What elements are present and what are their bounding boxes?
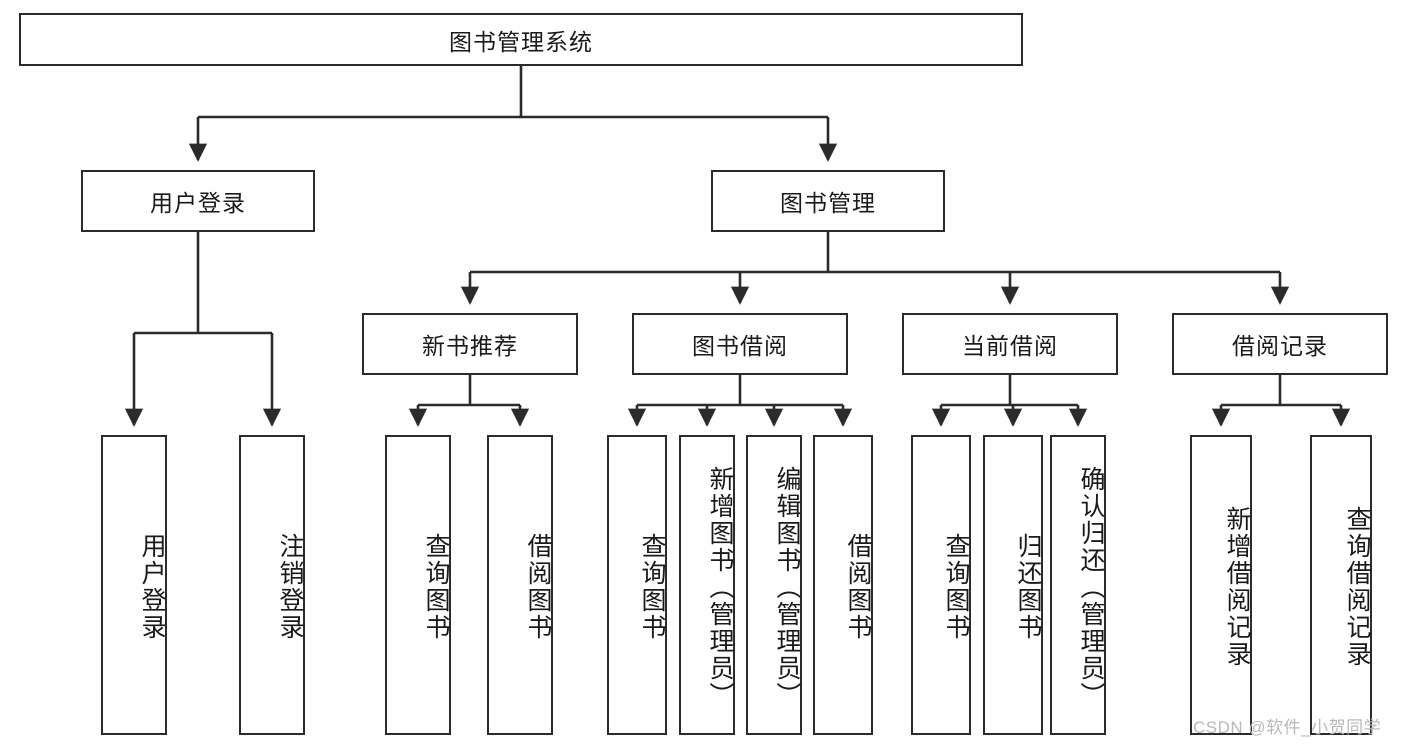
node-book-borrow[interactable]: 图书借阅 (632, 313, 848, 375)
leaf-confirm-return-admin[interactable]: 确认归还（管理员） (1050, 435, 1106, 735)
leaf-add-borrow-record-label: 新增借阅记录 (1223, 506, 1251, 668)
leaf-query-book-borrow[interactable]: 查询图书 (607, 435, 667, 735)
node-current-borrow-label: 当前借阅 (962, 333, 1058, 359)
leaf-query-borrow-record-label: 查询借阅记录 (1343, 506, 1371, 668)
leaf-query-borrow-record[interactable]: 查询借阅记录 (1310, 435, 1372, 735)
leaf-add-book-admin[interactable]: 新增图书（管理员） (679, 435, 735, 735)
leaf-add-book-admin-label: 新增图书（管理员） (706, 465, 734, 709)
leaf-query-book-current-label: 查询图书 (942, 533, 970, 641)
node-new-book-recommend-label: 新书推荐 (422, 333, 518, 359)
leaf-edit-book-admin[interactable]: 编辑图书（管理员） (746, 435, 802, 735)
leaf-return-book[interactable]: 归还图书 (983, 435, 1043, 735)
leaf-query-book-rec[interactable]: 查询图书 (385, 435, 451, 735)
leaf-add-borrow-record[interactable]: 新增借阅记录 (1190, 435, 1252, 735)
leaf-query-book-rec-label: 查询图书 (422, 533, 450, 641)
node-book-management-label: 图书管理 (780, 190, 876, 216)
node-root[interactable]: 图书管理系统 (19, 13, 1023, 66)
leaf-logout-login[interactable]: 注销登录 (239, 435, 305, 735)
leaf-user-login-label: 用户登录 (138, 533, 166, 641)
leaf-borrow-book[interactable]: 借阅图书 (813, 435, 873, 735)
csdn-watermark: CSDN @软件_小贺同学 (1193, 718, 1382, 737)
node-book-borrow-label: 图书借阅 (692, 333, 788, 359)
node-user-login-label: 用户登录 (150, 190, 246, 216)
leaf-confirm-return-admin-label: 确认归还（管理员） (1077, 465, 1105, 709)
node-user-login[interactable]: 用户登录 (81, 170, 315, 232)
leaf-user-login[interactable]: 用户登录 (101, 435, 167, 735)
node-new-book-recommend[interactable]: 新书推荐 (362, 313, 578, 375)
leaf-query-book-borrow-label: 查询图书 (638, 533, 666, 641)
leaf-return-book-label: 归还图书 (1014, 533, 1042, 641)
node-current-borrow[interactable]: 当前借阅 (902, 313, 1118, 375)
leaf-edit-book-admin-label: 编辑图书（管理员） (773, 465, 801, 709)
node-root-label: 图书管理系统 (449, 28, 593, 55)
leaf-borrow-book-label: 借阅图书 (844, 533, 872, 641)
node-book-management[interactable]: 图书管理 (711, 170, 945, 232)
node-borrow-record-label: 借阅记录 (1232, 333, 1328, 359)
leaf-query-book-current[interactable]: 查询图书 (911, 435, 971, 735)
leaf-borrow-book-rec-label: 借阅图书 (524, 533, 552, 641)
leaf-borrow-book-rec[interactable]: 借阅图书 (487, 435, 553, 735)
leaf-logout-login-label: 注销登录 (276, 533, 304, 641)
node-borrow-record[interactable]: 借阅记录 (1172, 313, 1388, 375)
